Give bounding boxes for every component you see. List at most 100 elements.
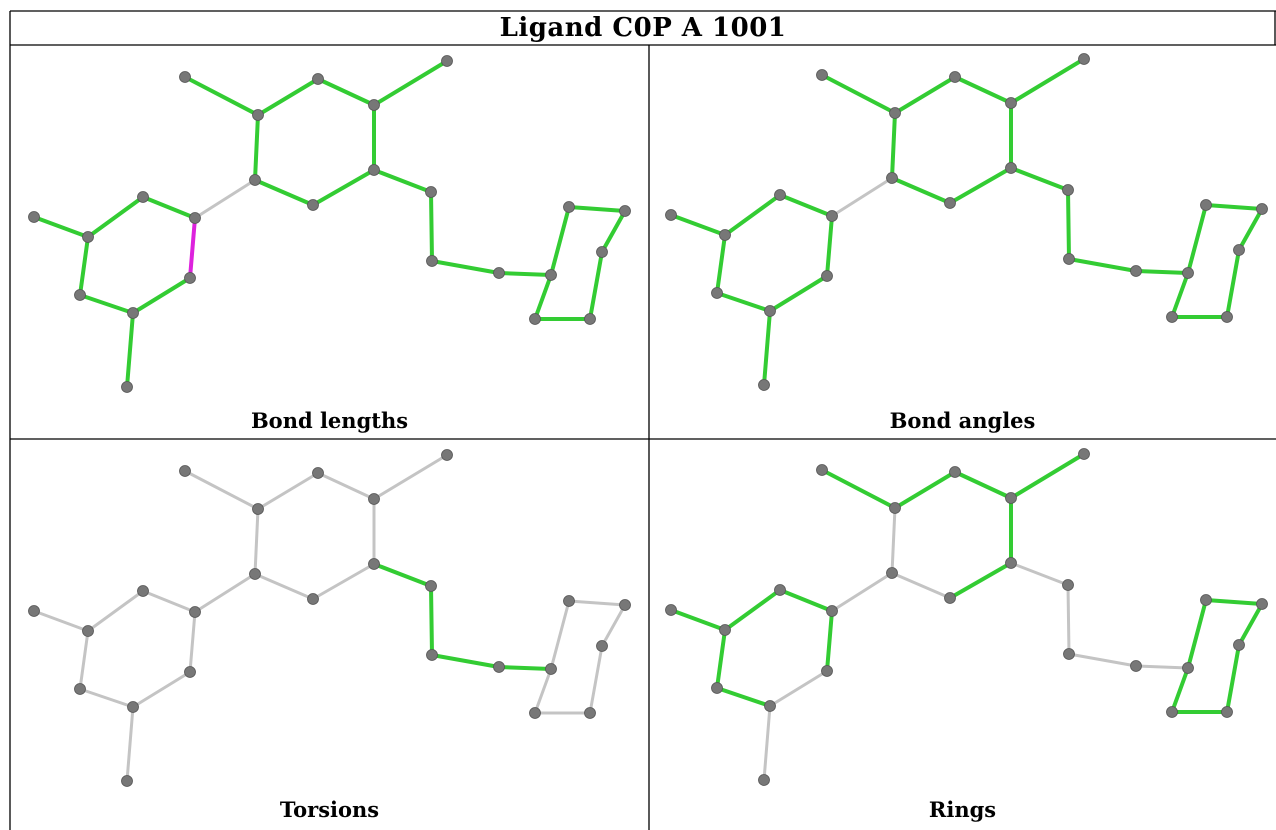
bond-unassessed [830, 176, 894, 218]
bond-unassessed [1066, 583, 1071, 656]
atom [1200, 594, 1212, 606]
atom [441, 449, 453, 461]
bond-ok [429, 190, 434, 263]
atom [944, 197, 956, 209]
bond-unassessed [86, 589, 145, 633]
atom [1166, 311, 1178, 323]
atom [1221, 706, 1233, 718]
atom [889, 502, 901, 514]
atom [426, 649, 438, 661]
bond-ok [820, 468, 897, 510]
bond-ok [78, 235, 90, 297]
bond-ok [183, 75, 260, 117]
bond-ok [430, 259, 501, 275]
bond-ok [430, 653, 501, 669]
panel-bond-angles: Bond angles [649, 45, 1276, 439]
atom [764, 305, 776, 317]
atom [1256, 598, 1268, 610]
molecule-bond-angles [665, 53, 1268, 391]
bond-ok [253, 178, 315, 207]
atom [1062, 184, 1074, 196]
atom [719, 624, 731, 636]
atom [493, 661, 505, 673]
atom [1078, 448, 1090, 460]
bond-ok [1237, 602, 1264, 647]
bond-unassessed [311, 562, 376, 601]
bond-unassessed [78, 629, 90, 691]
bond-ok [1170, 666, 1190, 714]
bond-ok [256, 77, 320, 117]
atom [529, 313, 541, 325]
bond-unassessed [890, 506, 897, 575]
bond-ok [715, 233, 727, 295]
bond-unassessed [188, 610, 197, 674]
atom [826, 210, 838, 222]
bond-unassessed [193, 178, 257, 220]
atom [249, 174, 261, 186]
bond-ok [1225, 248, 1241, 319]
atom [82, 231, 94, 243]
bond-unassessed [588, 644, 604, 715]
bond-ok [1237, 207, 1264, 252]
bond-ok [86, 195, 145, 239]
atom [1182, 267, 1194, 279]
atom [719, 229, 731, 241]
bond-ok [723, 588, 782, 632]
bond-unassessed [131, 670, 192, 709]
atom [545, 663, 557, 675]
atom [28, 211, 40, 223]
bond-ok [1204, 598, 1264, 606]
bond-unassessed [768, 669, 829, 708]
figure-title: Ligand C0P A 1001 [499, 13, 787, 43]
panel-torsions: Torsions [10, 439, 649, 830]
bond-unassessed [890, 571, 952, 600]
caption-torsions: Torsions [279, 797, 380, 822]
bond-unassessed [600, 603, 627, 648]
atom [758, 774, 770, 786]
bond-ok [253, 113, 260, 182]
bond-ok [948, 561, 1013, 600]
atom [184, 666, 196, 678]
molecule-rings [665, 448, 1268, 786]
bond-unassessed [141, 589, 197, 614]
bond-ok [497, 665, 553, 671]
atom [1005, 162, 1017, 174]
atom [127, 307, 139, 319]
atom [307, 199, 319, 211]
atom [1078, 53, 1090, 65]
bond-ok [1009, 452, 1086, 500]
atom [252, 503, 264, 515]
bond-ok [497, 271, 553, 277]
bond-unassessed [125, 705, 135, 783]
atom [189, 212, 201, 224]
bond-unassessed [1134, 664, 1190, 670]
atom [441, 55, 453, 67]
bond-ok [1067, 257, 1138, 273]
atom [425, 186, 437, 198]
atom [619, 205, 631, 217]
atom [816, 464, 828, 476]
atom [821, 270, 833, 282]
atom [774, 584, 786, 596]
atom [368, 493, 380, 505]
caption-bond-lengths: Bond lengths [250, 408, 409, 433]
atom [368, 99, 380, 111]
bond-ok [600, 209, 627, 254]
bond-ok [890, 111, 897, 180]
atom [1063, 253, 1075, 265]
atom [368, 558, 380, 570]
atom [563, 595, 575, 607]
bond-ok [567, 205, 627, 213]
atom [28, 605, 40, 617]
atom [1130, 660, 1142, 672]
atom [74, 683, 86, 695]
atom [82, 625, 94, 637]
atom [949, 71, 961, 83]
bond-ok [778, 588, 834, 613]
bond-unassessed [256, 471, 320, 511]
bond-ok [825, 609, 834, 673]
atom [886, 172, 898, 184]
atom [368, 164, 380, 176]
bond-ok [1170, 271, 1190, 319]
atom [949, 466, 961, 478]
